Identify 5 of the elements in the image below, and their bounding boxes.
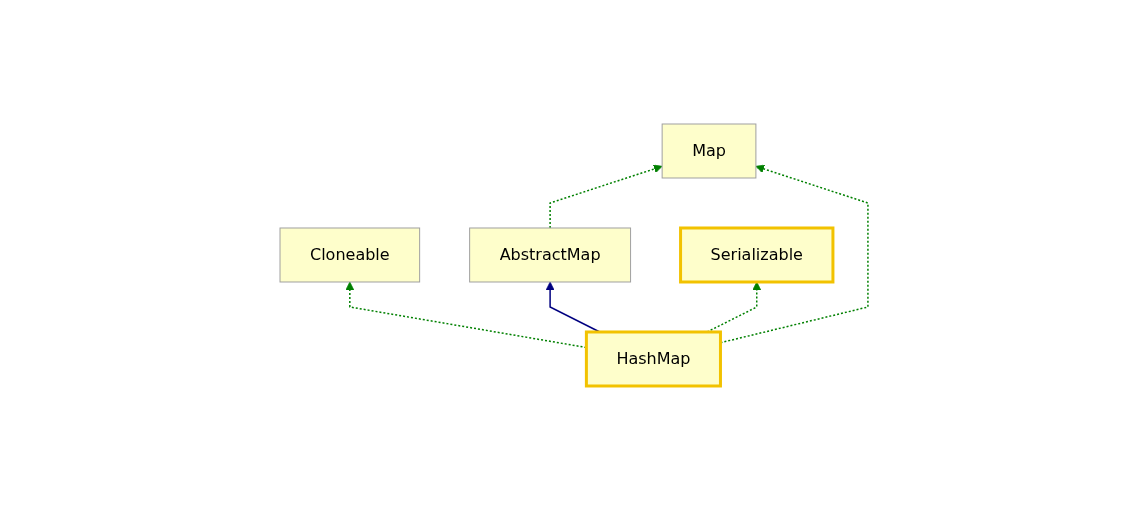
node-box: Cloneable bbox=[279, 227, 421, 282]
node-box: HashMap bbox=[584, 330, 722, 387]
node-box: AbstractMap bbox=[469, 227, 632, 282]
node-box: Map bbox=[661, 123, 757, 178]
node-box: Serializable bbox=[679, 226, 835, 283]
